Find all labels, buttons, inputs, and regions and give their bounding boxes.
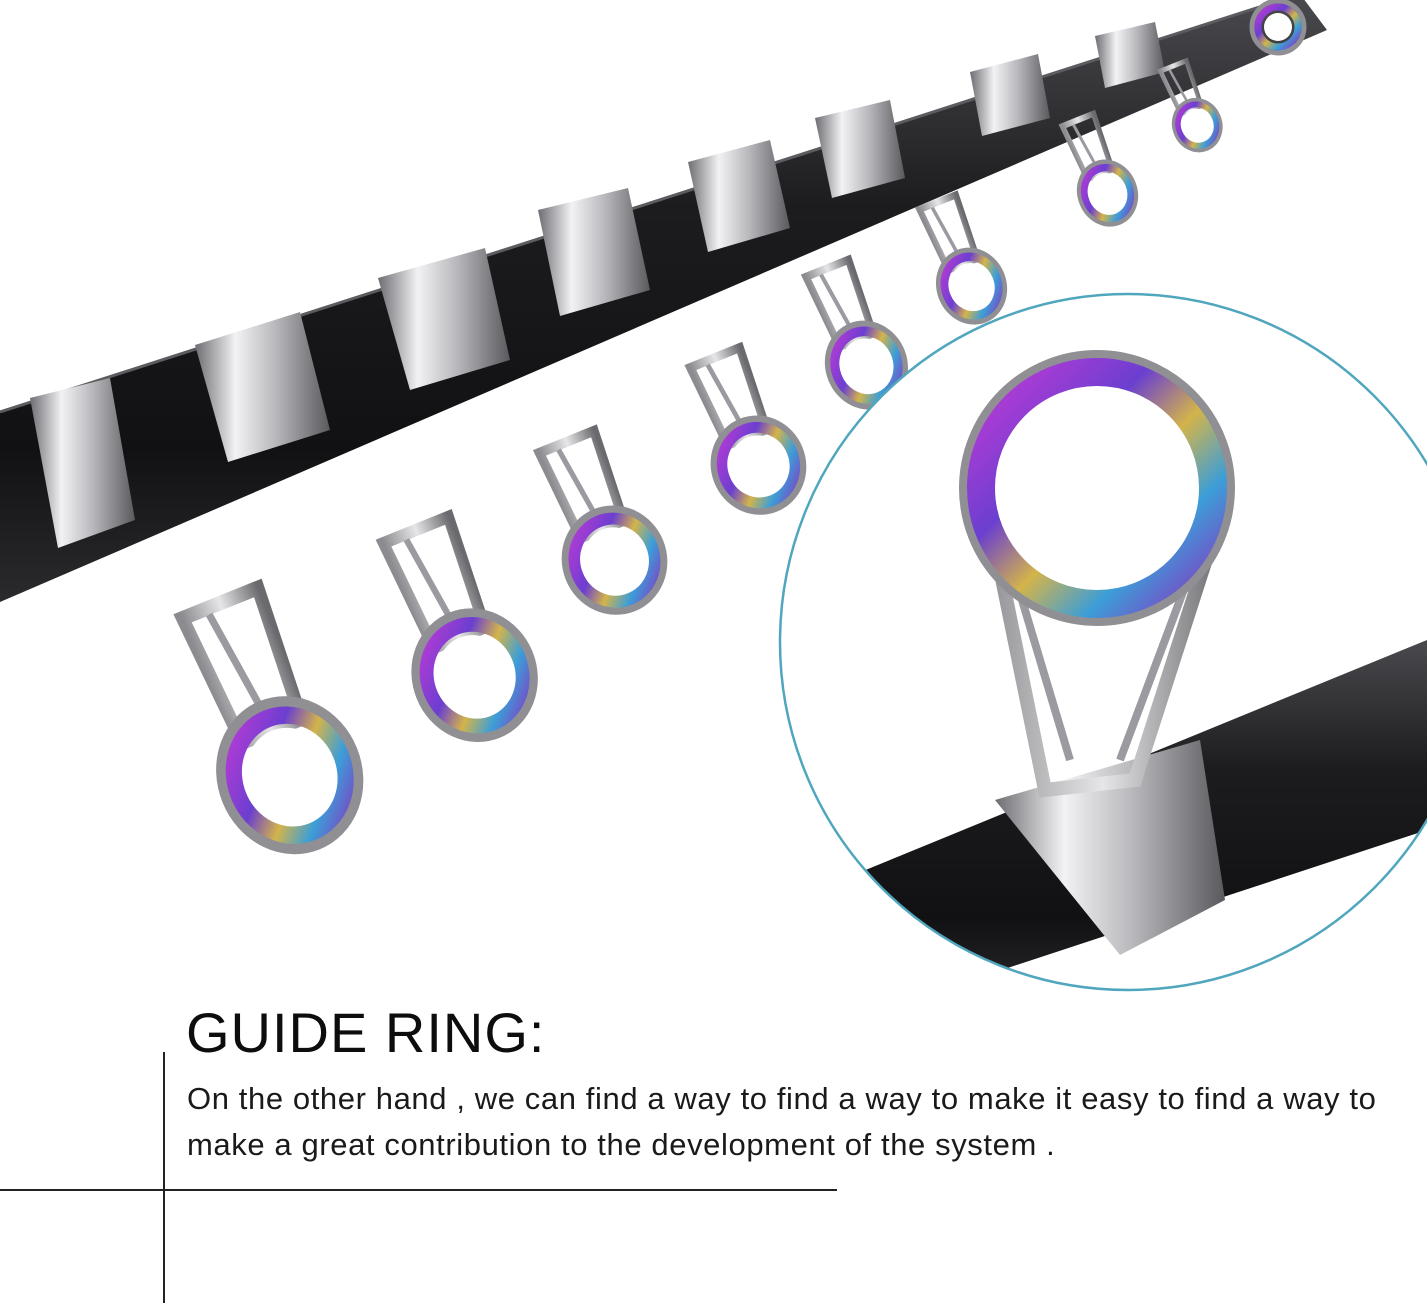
tip-ring	[1249, 0, 1307, 56]
guide-ring-heading: GUIDE RING:	[186, 1001, 546, 1064]
guide-ring-6	[908, 190, 1015, 331]
guide-rings	[158, 0, 1307, 868]
guide-ring-description: On the other hand , we can find a way to…	[187, 1081, 1377, 1162]
guide-ring-1	[158, 578, 379, 868]
guide-ring-closeup	[778, 292, 1427, 992]
guide-ring-4	[674, 341, 816, 524]
guide-ring-2	[363, 508, 552, 754]
vertical-divider	[163, 1052, 165, 1303]
guide-ring-3	[522, 424, 678, 625]
rod-ferrules	[30, 22, 1165, 548]
callout-circle	[778, 292, 1427, 992]
horizontal-divider	[0, 1189, 837, 1191]
